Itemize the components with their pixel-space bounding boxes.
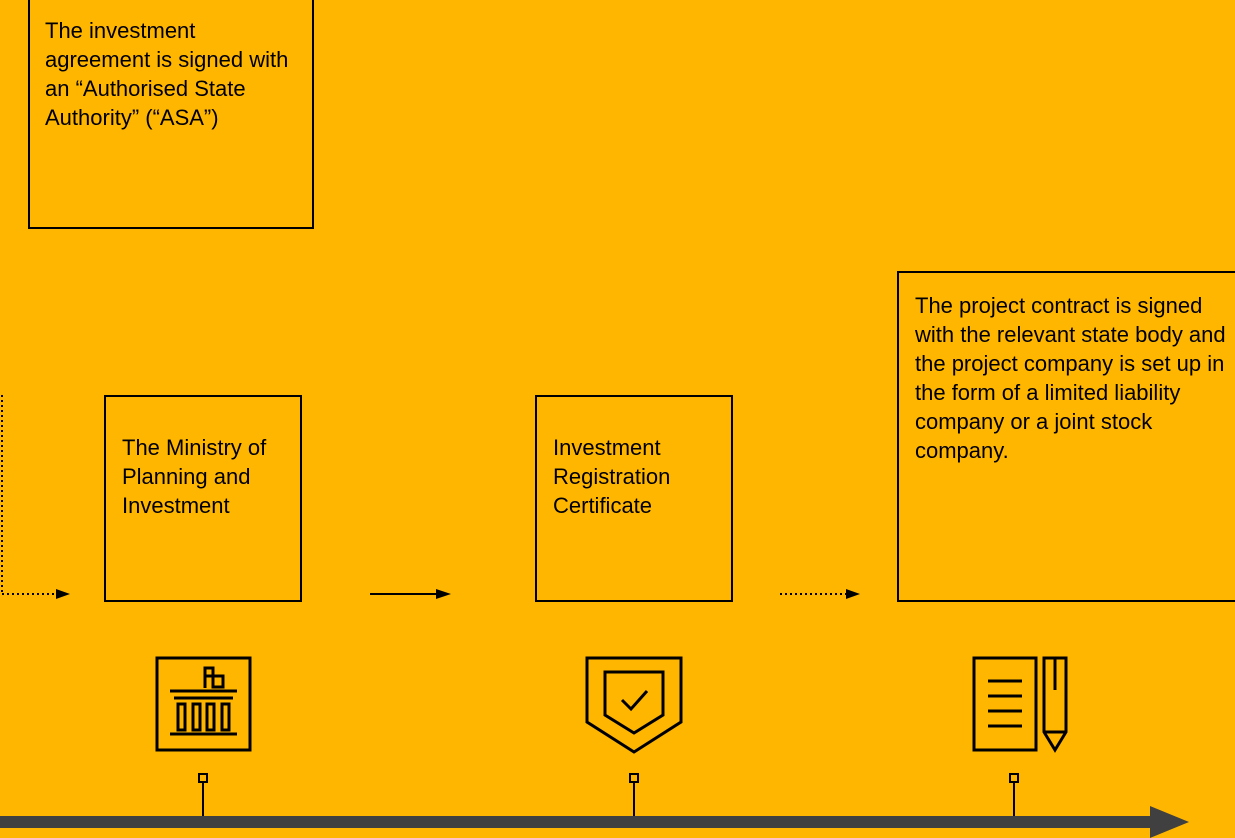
certificate-text: Investment Registration Certificate [553, 435, 671, 519]
timeline-arrow [0, 806, 1189, 838]
project-contract-text: The project contract is signed with the … [915, 293, 1226, 464]
timeline-marker-2 [629, 773, 639, 818]
asa-agreement-text: The investment agreement is signed with … [45, 18, 289, 131]
project-contract-box: The project contract is signed with the … [897, 271, 1235, 602]
asa-agreement-box: The investment agreement is signed with … [28, 0, 314, 229]
contract-document-icon [972, 656, 1068, 753]
timeline-marker-1 [198, 773, 208, 818]
dotted-arrow-right [780, 589, 860, 599]
certificate-shield-icon [585, 656, 683, 754]
ministry-text: The Ministry of Planning and Investment [122, 435, 267, 519]
certificate-box: Investment Registration Certificate [535, 395, 733, 602]
dotted-arrow-left [2, 589, 70, 599]
timeline-marker-3 [1009, 773, 1019, 818]
ministry-box: The Ministry of Planning and Investment [104, 395, 302, 602]
ministry-building-icon [155, 656, 252, 752]
solid-arrow-middle [370, 589, 451, 599]
